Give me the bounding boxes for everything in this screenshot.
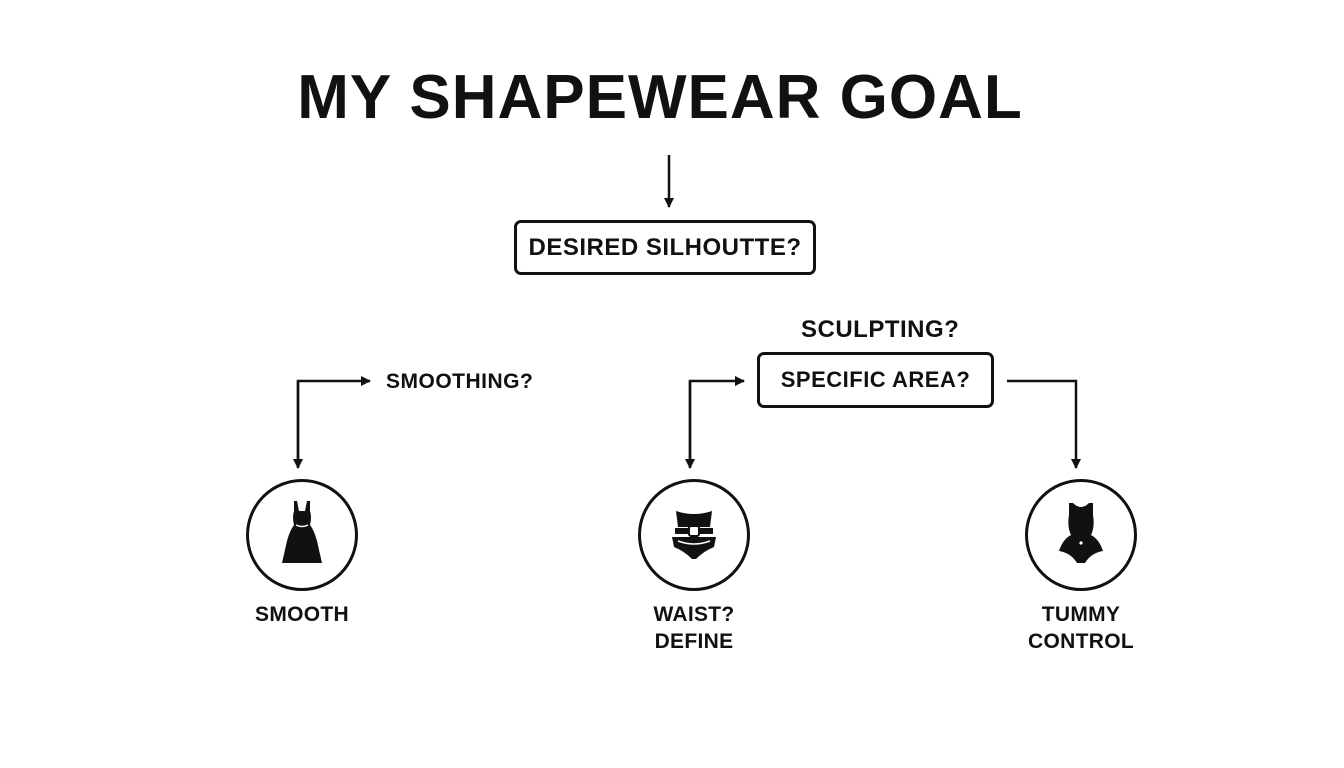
smooth-outcome-label: SMOOTH <box>222 601 382 628</box>
tummy-outcome-circle <box>1025 479 1137 591</box>
waist-belt-icon <box>662 501 726 570</box>
specific-area-box: SPECIFIC AREA? <box>757 352 994 408</box>
specific-area-label: SPECIFIC AREA? <box>780 367 971 392</box>
waist-outcome-label: WAIST? DEFINE <box>614 601 774 655</box>
tummy-outcome-label-line1: TUMMY <box>1041 603 1121 626</box>
waist-outcome-circle <box>638 479 750 591</box>
sculpting-label: SCULPTING? <box>801 316 960 343</box>
bodysuit-icon <box>1049 497 1113 574</box>
tummy-outcome-label-line2: CONTROL <box>1028 630 1134 653</box>
arrow-to-tummy <box>1007 379 1081 469</box>
waist-outcome-label-line2: DEFINE <box>654 630 734 653</box>
desired-silhouette-box: DESIRED SILHOUTTE? <box>514 220 816 275</box>
desired-silhouette-label: DESIRED SILHOUTTE? <box>528 233 802 261</box>
smooth-outcome-circle <box>246 479 358 591</box>
smooth-outcome-label-line: SMOOTH <box>255 603 349 626</box>
arrow-to-specific-area <box>688 376 745 466</box>
tummy-outcome-label: TUMMY CONTROL <box>1001 601 1161 655</box>
smoothing-label: SMOOTHING? <box>386 370 534 393</box>
diagram-title: MY SHAPEWEAR GOAL <box>297 63 1023 132</box>
arrow-to-smoothing <box>296 376 371 466</box>
waist-outcome-label-line1: WAIST? <box>653 603 735 626</box>
dress-icon <box>270 497 334 574</box>
